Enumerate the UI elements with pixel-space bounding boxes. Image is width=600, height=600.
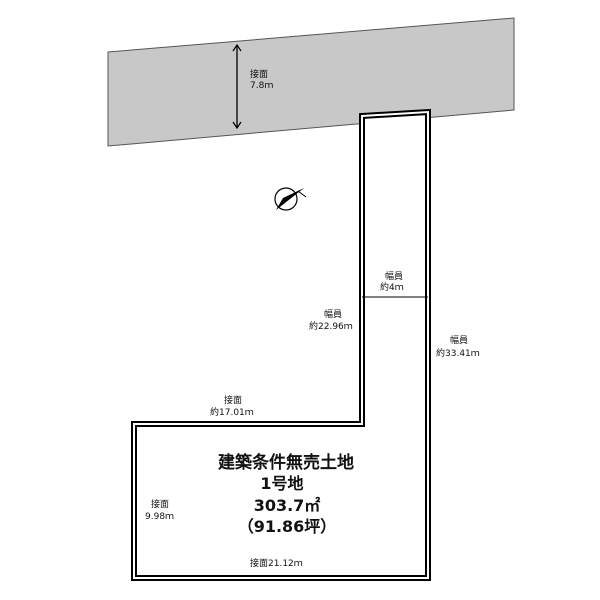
frontage-left-value: 9.98ｍ [145, 512, 174, 522]
road-frontage-label: 接面 [250, 68, 268, 80]
width-right-label: 幅員 [450, 334, 468, 346]
road-area [107, 17, 515, 147]
width-mid-value: 約22.96ｍ [309, 320, 353, 332]
lot-outline-inner [133, 110, 429, 579]
lot-number: 1号地 [260, 474, 303, 493]
frontage-top-value: 約17.01ｍ [210, 406, 254, 418]
width-upper-label: 幅員 [385, 270, 403, 282]
width-upper-value: 約4ｍ [380, 281, 404, 293]
road-dimension-arrow-top [232, 43, 242, 52]
width-right-value: 約33.41ｍ [436, 347, 480, 359]
width-mid-label: 幅員 [324, 308, 342, 320]
frontage-bottom-label: 接面21.12ｍ [250, 557, 303, 569]
road-dimension-arrow-bottom [232, 121, 242, 130]
lot-area-tsubo: （91.86坪） [238, 517, 337, 536]
road-frontage-value: 7.8ｍ [250, 81, 273, 91]
frontage-top-label: 接面 [224, 394, 242, 406]
lot-area-sqm: 303.7㎡ [254, 496, 321, 515]
lot-title: 建築条件無売土地 [218, 452, 354, 473]
frontage-left-label: 接面 [151, 498, 169, 510]
north-arrow-icon [274, 187, 307, 211]
